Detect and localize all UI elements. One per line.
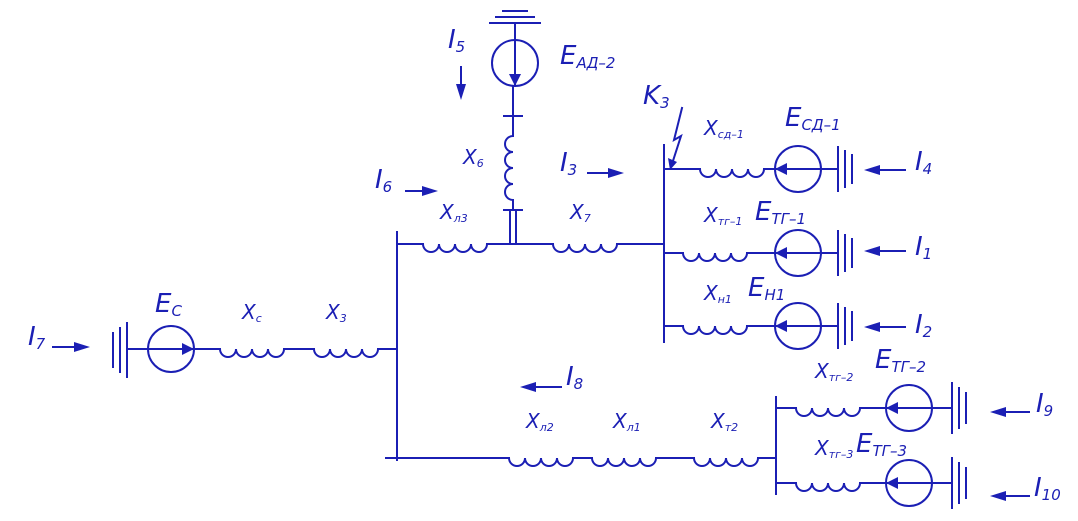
x6-label: X6	[462, 145, 484, 170]
xsd1-inductor	[699, 168, 765, 178]
x7-label: X7	[569, 200, 591, 225]
i5-arrow-head	[456, 84, 466, 100]
x7-inductor	[552, 243, 618, 253]
k3-label: K3	[643, 81, 670, 112]
i2-arrow-head	[864, 322, 880, 332]
xt2-label: Xт2	[710, 409, 738, 434]
xc-inductor	[219, 348, 285, 358]
en1-arrow	[775, 320, 787, 332]
i7-arrow-head	[74, 342, 90, 352]
xtg2-inductor	[795, 407, 861, 417]
ead2-arrow	[509, 74, 521, 86]
xtg1-inductor	[682, 252, 748, 262]
i8-label: I8	[566, 362, 583, 393]
xl2-inductor	[508, 457, 574, 467]
xl3-inductor	[422, 243, 488, 253]
xl1-inductor	[591, 457, 657, 467]
i5-label: I5	[448, 25, 465, 56]
i10-label: I10	[1034, 473, 1061, 504]
k3-fault-symbol	[670, 106, 684, 166]
xtg3-inductor	[795, 482, 861, 492]
x3-inductor	[313, 348, 379, 358]
x3-label: X3	[325, 300, 347, 325]
k3-fault-arrow	[668, 158, 677, 170]
xt2-inductor	[693, 457, 759, 467]
i7-label: I7	[28, 322, 46, 353]
i3-arrow-head	[608, 168, 624, 178]
etg3-arrow	[886, 477, 898, 489]
ec-label: EС	[155, 289, 182, 320]
i6-arrow-head	[422, 186, 438, 196]
xtg2-label: Xтг–2	[814, 359, 853, 384]
i10-arrow-head	[990, 491, 1006, 501]
xtg1-label: Xтг–1	[703, 203, 742, 228]
i1-arrow-head	[864, 246, 880, 256]
en1-label: EН1	[748, 273, 785, 304]
xl1-label: Xл1	[612, 409, 641, 434]
esd1-label: EСД–1	[785, 103, 841, 134]
etg1-label: EТГ–1	[755, 197, 806, 228]
i1-label: I1	[915, 232, 932, 263]
etg2-arrow	[886, 402, 898, 414]
i2-label: I2	[915, 310, 932, 341]
etg2-label: EТГ–2	[875, 345, 926, 376]
etg3-label: EТГ–3	[856, 429, 907, 460]
etg1-arrow	[775, 247, 787, 259]
ead2-label: EАД–2	[560, 41, 615, 72]
xsd1-label: Xсд–1	[703, 116, 744, 141]
i9-arrow-head	[990, 407, 1006, 417]
ec-arrow	[182, 343, 194, 355]
xl3-label: Xл3	[439, 200, 468, 225]
xtg3-label: Xтг–3	[814, 436, 853, 461]
xc-label: Xс	[241, 300, 262, 325]
i6-label: I6	[375, 165, 392, 196]
x6-inductor	[504, 135, 514, 201]
esd1-arrow	[775, 163, 787, 175]
i4-label: I4	[915, 147, 932, 178]
i9-label: I9	[1036, 389, 1053, 420]
i3-label: I3	[560, 148, 577, 179]
xn1-label: Xн1	[703, 281, 732, 306]
xn1-inductor	[682, 325, 748, 335]
i8-arrow-head	[520, 382, 536, 392]
i4-arrow-head	[864, 165, 880, 175]
xl2-label: Xл2	[525, 409, 554, 434]
